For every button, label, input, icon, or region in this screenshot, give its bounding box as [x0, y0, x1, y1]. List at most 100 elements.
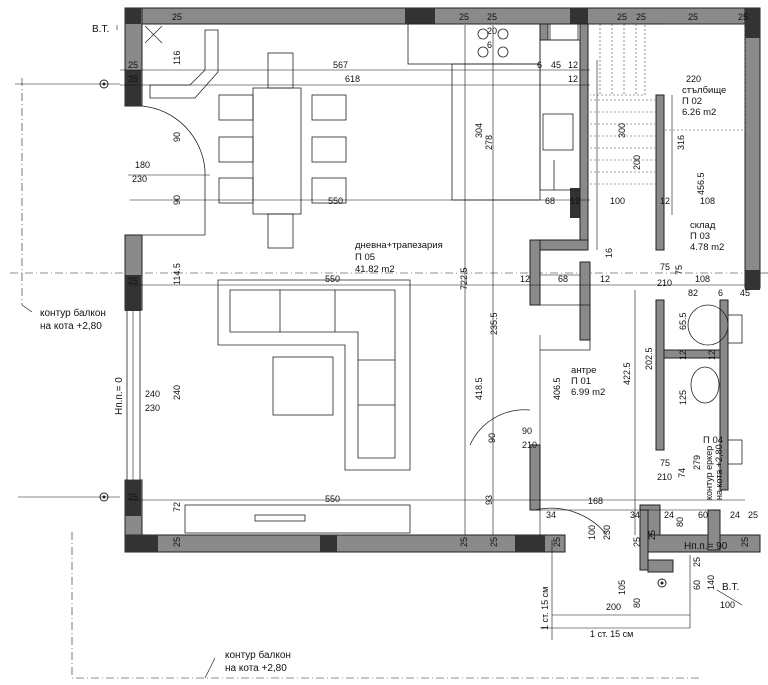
dining-table [252, 87, 302, 215]
dim: 25 [647, 530, 657, 540]
dim: 90 [522, 426, 532, 436]
dim: 25 [487, 12, 497, 22]
dim: 75 [674, 265, 684, 275]
dim: 422.5 [622, 362, 632, 385]
dim: 25 [738, 12, 748, 22]
dim: 68 [545, 196, 555, 206]
step-label-1: 1 ст. 15 см [540, 587, 550, 630]
dim: 82 [688, 288, 698, 298]
dim: 108 [700, 196, 715, 206]
room-hall-code: П 01 [571, 376, 591, 387]
dim: 140 [706, 575, 716, 590]
dim: 90 [172, 195, 182, 205]
np-label-left: Нп.п.= 0 [114, 377, 125, 415]
np-label-right: Нп.п.= 90 [684, 541, 728, 552]
dim: 300 [617, 123, 627, 138]
room-hall-area: 6.99 m2 [571, 387, 605, 398]
dim: 114.5 [172, 263, 182, 285]
room-storage-code: П 03 [690, 231, 710, 242]
bay-label-2: на кота +2,80 [714, 444, 724, 500]
dim: 74 [677, 468, 687, 478]
dim: 125 [678, 390, 688, 405]
room-living-name: дневна+трапезария [355, 240, 443, 251]
step-label-2: 1 ст. 15 см [590, 629, 633, 639]
dim: 550 [328, 196, 343, 206]
dim: 34 [546, 510, 556, 520]
dim: 100 [610, 196, 625, 206]
dim: 90 [487, 433, 497, 443]
room-living-code: П 05 [355, 252, 375, 263]
dim: 6 [718, 288, 723, 298]
sofa [217, 279, 411, 471]
dim: 12 [568, 60, 578, 70]
bt-label-top: В.Т. [92, 24, 109, 35]
dim: 230 [602, 525, 612, 540]
dim: 180 [135, 160, 150, 170]
balcony-contour-bottom [71, 532, 700, 679]
dim: 25 [688, 12, 698, 22]
dim: 68 [558, 274, 568, 284]
dim: 116 [172, 51, 182, 65]
dim: 60 [698, 510, 708, 520]
dim: 80 [675, 517, 685, 527]
wall-bottom [124, 534, 566, 553]
dim: 25 [459, 12, 469, 22]
dim: 25 [172, 12, 182, 22]
balcony-label-bottom-2: на кота +2,80 [225, 663, 287, 674]
dim: 72 [172, 502, 182, 512]
dim: 34 [630, 510, 640, 520]
dim: 567 [333, 60, 348, 70]
dim: 16 [604, 248, 614, 258]
dim: 12 [660, 196, 670, 206]
room-stair-area: 6.26 m2 [682, 107, 716, 118]
room-storage-area: 4.78 m2 [690, 242, 724, 253]
dim: 304 [474, 123, 484, 138]
dim: 12 [520, 274, 530, 284]
dim: 65.5 [678, 312, 688, 330]
tv-unit [184, 504, 411, 534]
dim: 12 [600, 274, 610, 284]
room-stair-code: П 02 [682, 96, 702, 107]
dim: 25 [128, 276, 138, 286]
dim: 240 [172, 385, 182, 400]
dim: 75 [660, 458, 670, 468]
dim: 210 [657, 278, 672, 288]
balcony-label-top-1: контур балкон [40, 307, 106, 319]
wall-top [124, 7, 586, 25]
dim: 279 [692, 455, 702, 470]
dim: 60 [692, 580, 702, 590]
dim: 45 [740, 288, 750, 298]
room-storage-name: склад [690, 220, 716, 231]
dim: 168 [588, 496, 603, 506]
dim: 202.5 [644, 347, 654, 370]
dim: 210 [522, 440, 537, 450]
dim: 20 [487, 26, 497, 36]
dim: 90 [172, 132, 182, 142]
room-living-area: 41.82 m2 [355, 264, 395, 275]
dim: 25 [128, 60, 138, 70]
dim: 105 [617, 580, 627, 595]
dim: 25 [128, 492, 138, 502]
dim: 25 [692, 557, 702, 567]
coffee-table [272, 356, 334, 416]
dim: 406.5 [552, 377, 562, 400]
dim: 25 [636, 12, 646, 22]
bt-label-bottom: В.Т. [722, 582, 739, 593]
dim: 230 [145, 403, 160, 413]
dim: 25 [128, 74, 138, 84]
dim: 100 [587, 525, 597, 540]
dimension-labels: 25 25 25 25 25 25 25 567 618 6 45 12 12 … [128, 12, 758, 612]
dim: 200 [606, 602, 621, 612]
dim: 25 [459, 537, 469, 547]
room-wc-code: П 04 [703, 435, 723, 446]
dim: 100 [720, 600, 735, 610]
dim: 93 [484, 495, 494, 505]
dim: 25 [172, 537, 182, 547]
dim: 24 [730, 510, 740, 520]
dim: 12 [707, 350, 717, 360]
dim: 618 [345, 74, 360, 84]
dim: 108 [695, 274, 710, 284]
dim: 278 [484, 135, 494, 150]
dim: 220 [686, 74, 701, 84]
